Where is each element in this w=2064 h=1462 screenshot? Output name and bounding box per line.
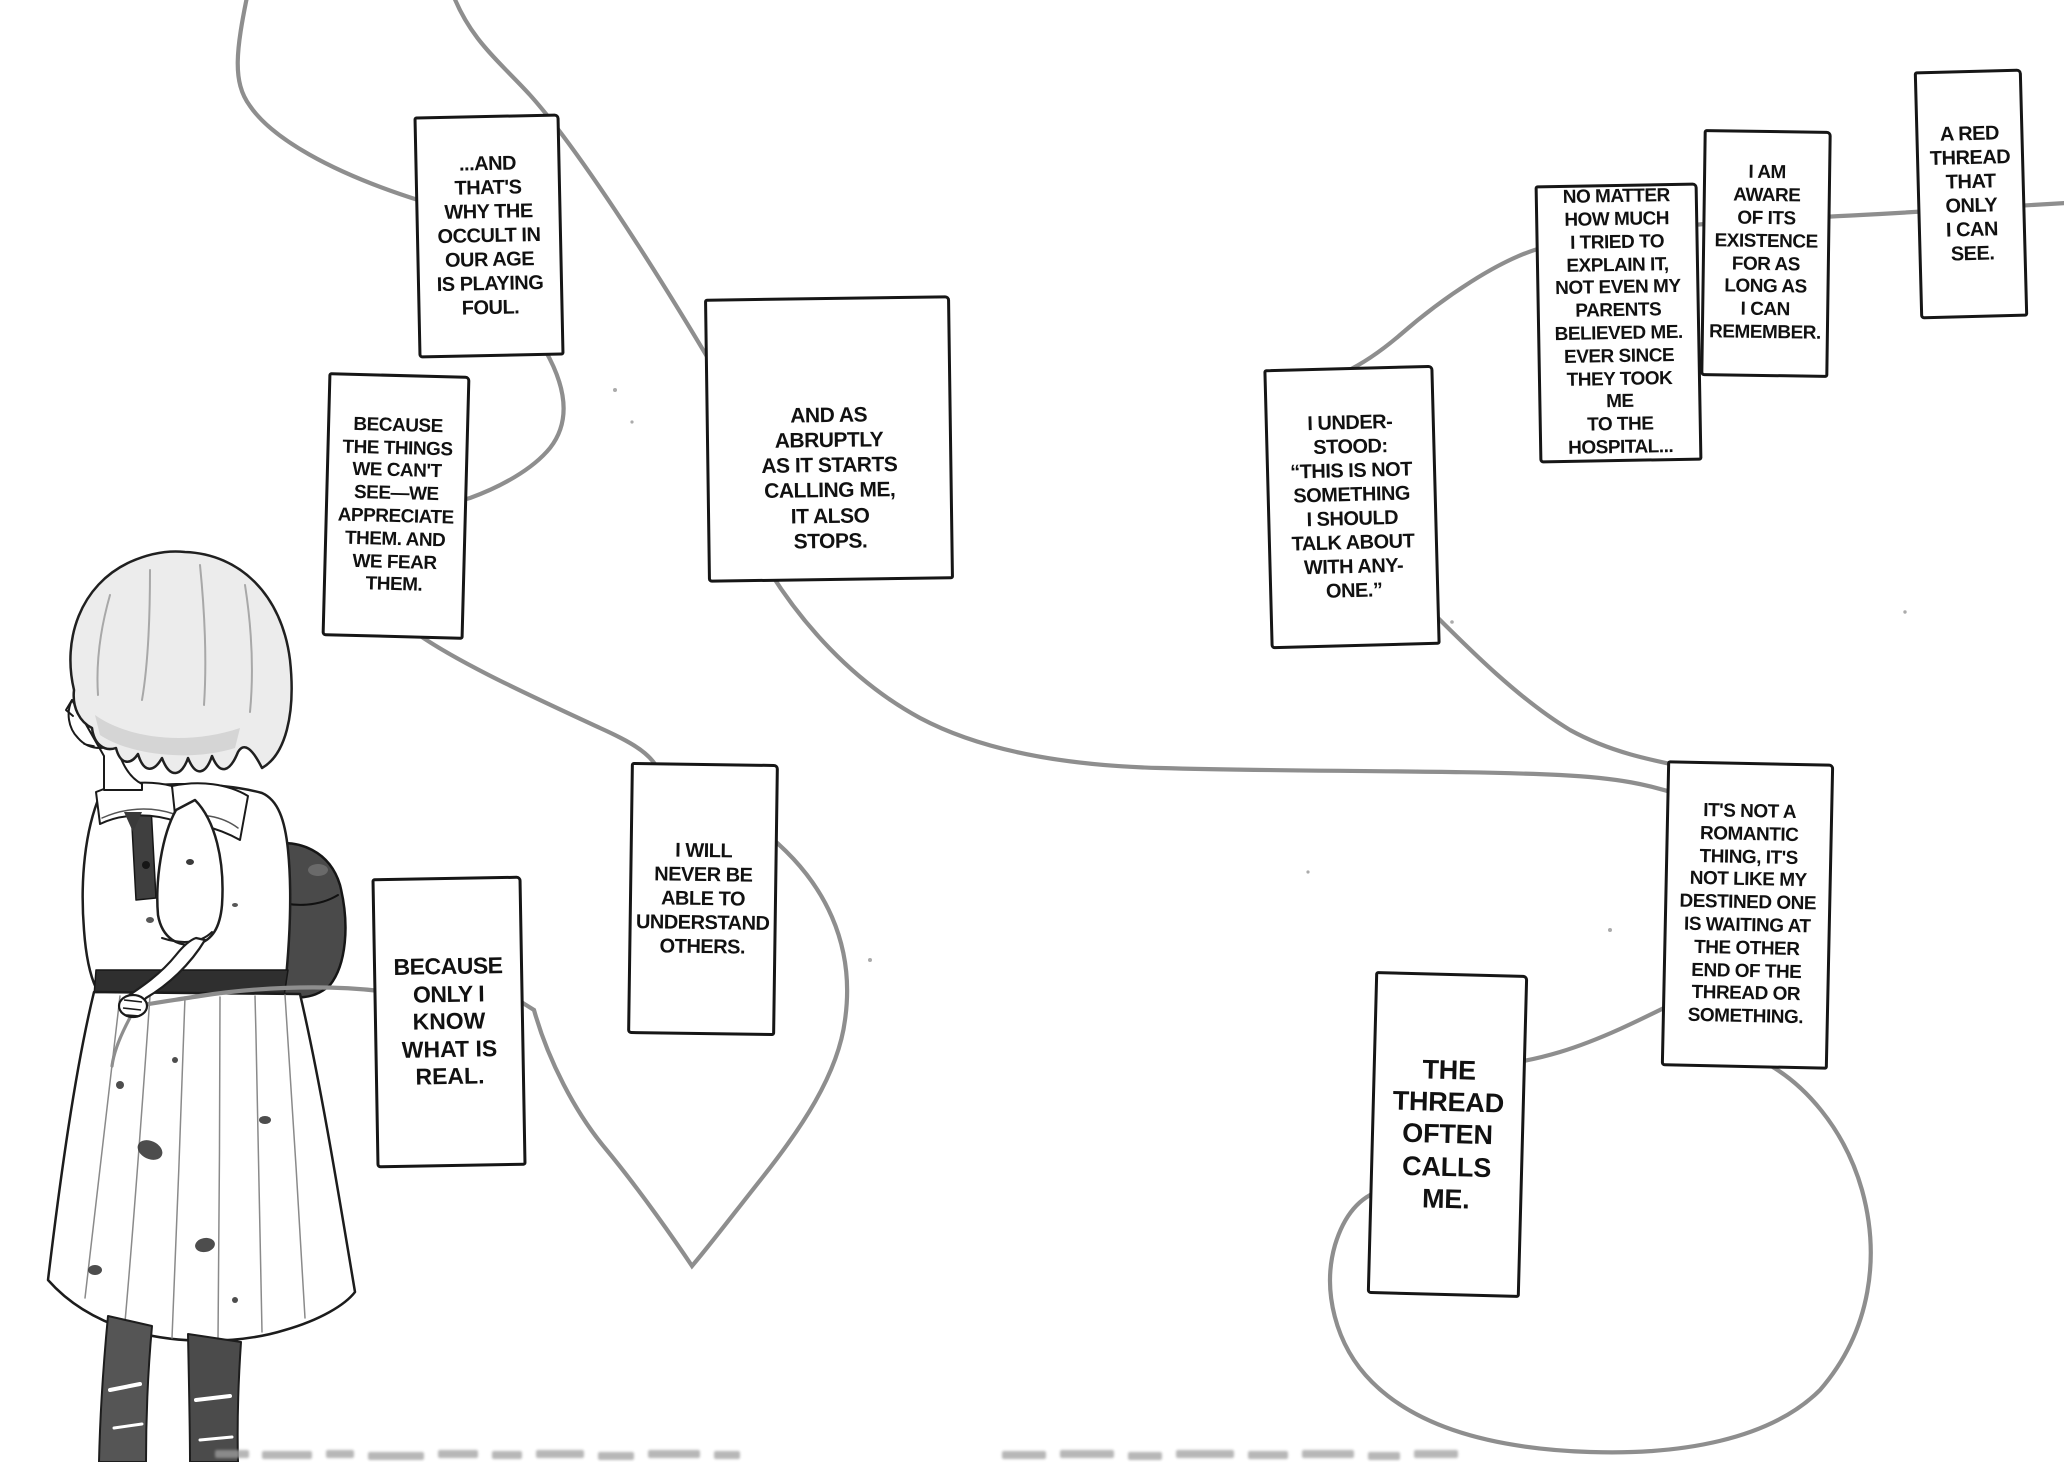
speech-box-not-romantic: IT'S NOT A ROMANTIC THING, IT'S NOT LIKE… bbox=[1660, 760, 1835, 1070]
speech-box-abruptly-stops: AND AS ABRUPTLY AS IT STARTS CALLING ME,… bbox=[704, 295, 954, 583]
speech-text: I UNDER- STOOD: “THIS IS NOT SOMETHING I… bbox=[1289, 410, 1415, 603]
speech-box-thread-calls: THE THREAD OFTEN CALLS ME. bbox=[1366, 971, 1529, 1298]
legs bbox=[98, 1315, 242, 1462]
thread-box2-to-box8 bbox=[409, 627, 668, 789]
thread-box4-to-box10 bbox=[1427, 607, 1693, 771]
speech-box-occult: ...AND THAT'S WHY THE OCCULT IN OUR AGE … bbox=[413, 113, 565, 359]
skirt bbox=[46, 990, 357, 1343]
speech-text: BECAUSE THE THINGS WE CAN'T SEE—WE APPRE… bbox=[337, 413, 455, 597]
speech-box-aware: I AM AWARE OF ITS EXISTENCE FOR AS LONG … bbox=[1700, 129, 1832, 378]
thread-box10-to-box11 bbox=[1502, 997, 1683, 1067]
thread-hand-tail bbox=[110, 1012, 134, 1068]
thread-bottom-right-loop bbox=[1328, 1057, 1873, 1455]
speech-text: I AM AWARE OF ITS EXISTENCE FOR AS LONG … bbox=[1708, 162, 1821, 344]
thread-box8-loop-to-box9 bbox=[515, 822, 850, 1270]
speech-text: THE THREAD OFTEN CALLS ME. bbox=[1392, 1053, 1505, 1215]
speech-box-fear-them: BECAUSE THE THINGS WE CAN'T SEE—WE APPRE… bbox=[321, 372, 471, 640]
speech-text: IT'S NOT A ROMANTIC THING, IT'S NOT LIKE… bbox=[1679, 800, 1817, 1029]
thread-box9-to-hand bbox=[135, 985, 383, 1009]
speech-text-emphasis: KNOW WHAT IS REAL. bbox=[401, 1007, 498, 1090]
speech-box-understood: I UNDER- STOOD: “THIS IS NOT SOMETHING I… bbox=[1263, 364, 1441, 650]
speech-box-never-understand: I WILL NEVER BE ABLE TO UNDERSTAND OTHER… bbox=[627, 761, 779, 1037]
skirt-stains bbox=[88, 1057, 271, 1303]
speech-box-red-thread: A RED THREAD THAT ONLY I CAN SEE. bbox=[1913, 68, 2029, 320]
speech-box-hospital: NO MATTER HOW MUCH I TRIED TO EXPLAIN IT… bbox=[1534, 182, 1703, 464]
speech-box-only-i-know: BECAUSE ONLY I KNOW WHAT IS REAL. bbox=[371, 875, 527, 1169]
speech-text: ...AND THAT'S WHY THE OCCULT IN OUR AGE … bbox=[436, 152, 544, 320]
girl-illustration bbox=[46, 550, 357, 1462]
speech-text: I WILL NEVER BE ABLE TO UNDERSTAND OTHER… bbox=[635, 839, 770, 959]
hand-grip bbox=[117, 993, 149, 1019]
skirt-pleats bbox=[84, 994, 306, 1341]
speech-text: NO MATTER HOW MUCH I TRIED TO EXPLAIN IT… bbox=[1554, 185, 1683, 459]
neck-tie bbox=[124, 812, 142, 832]
thread-middle-sweep bbox=[767, 569, 1683, 798]
hair bbox=[69, 550, 293, 775]
speech-text: BECAUSE ONLY I bbox=[393, 952, 503, 1008]
speech-text: A RED THREAD THAT ONLY I CAN SEE. bbox=[1929, 122, 2011, 266]
speech-text: AND AS ABRUPTLY AS IT STARTS CALLING ME,… bbox=[761, 403, 898, 554]
thread-box1-to-box2 bbox=[452, 347, 566, 505]
